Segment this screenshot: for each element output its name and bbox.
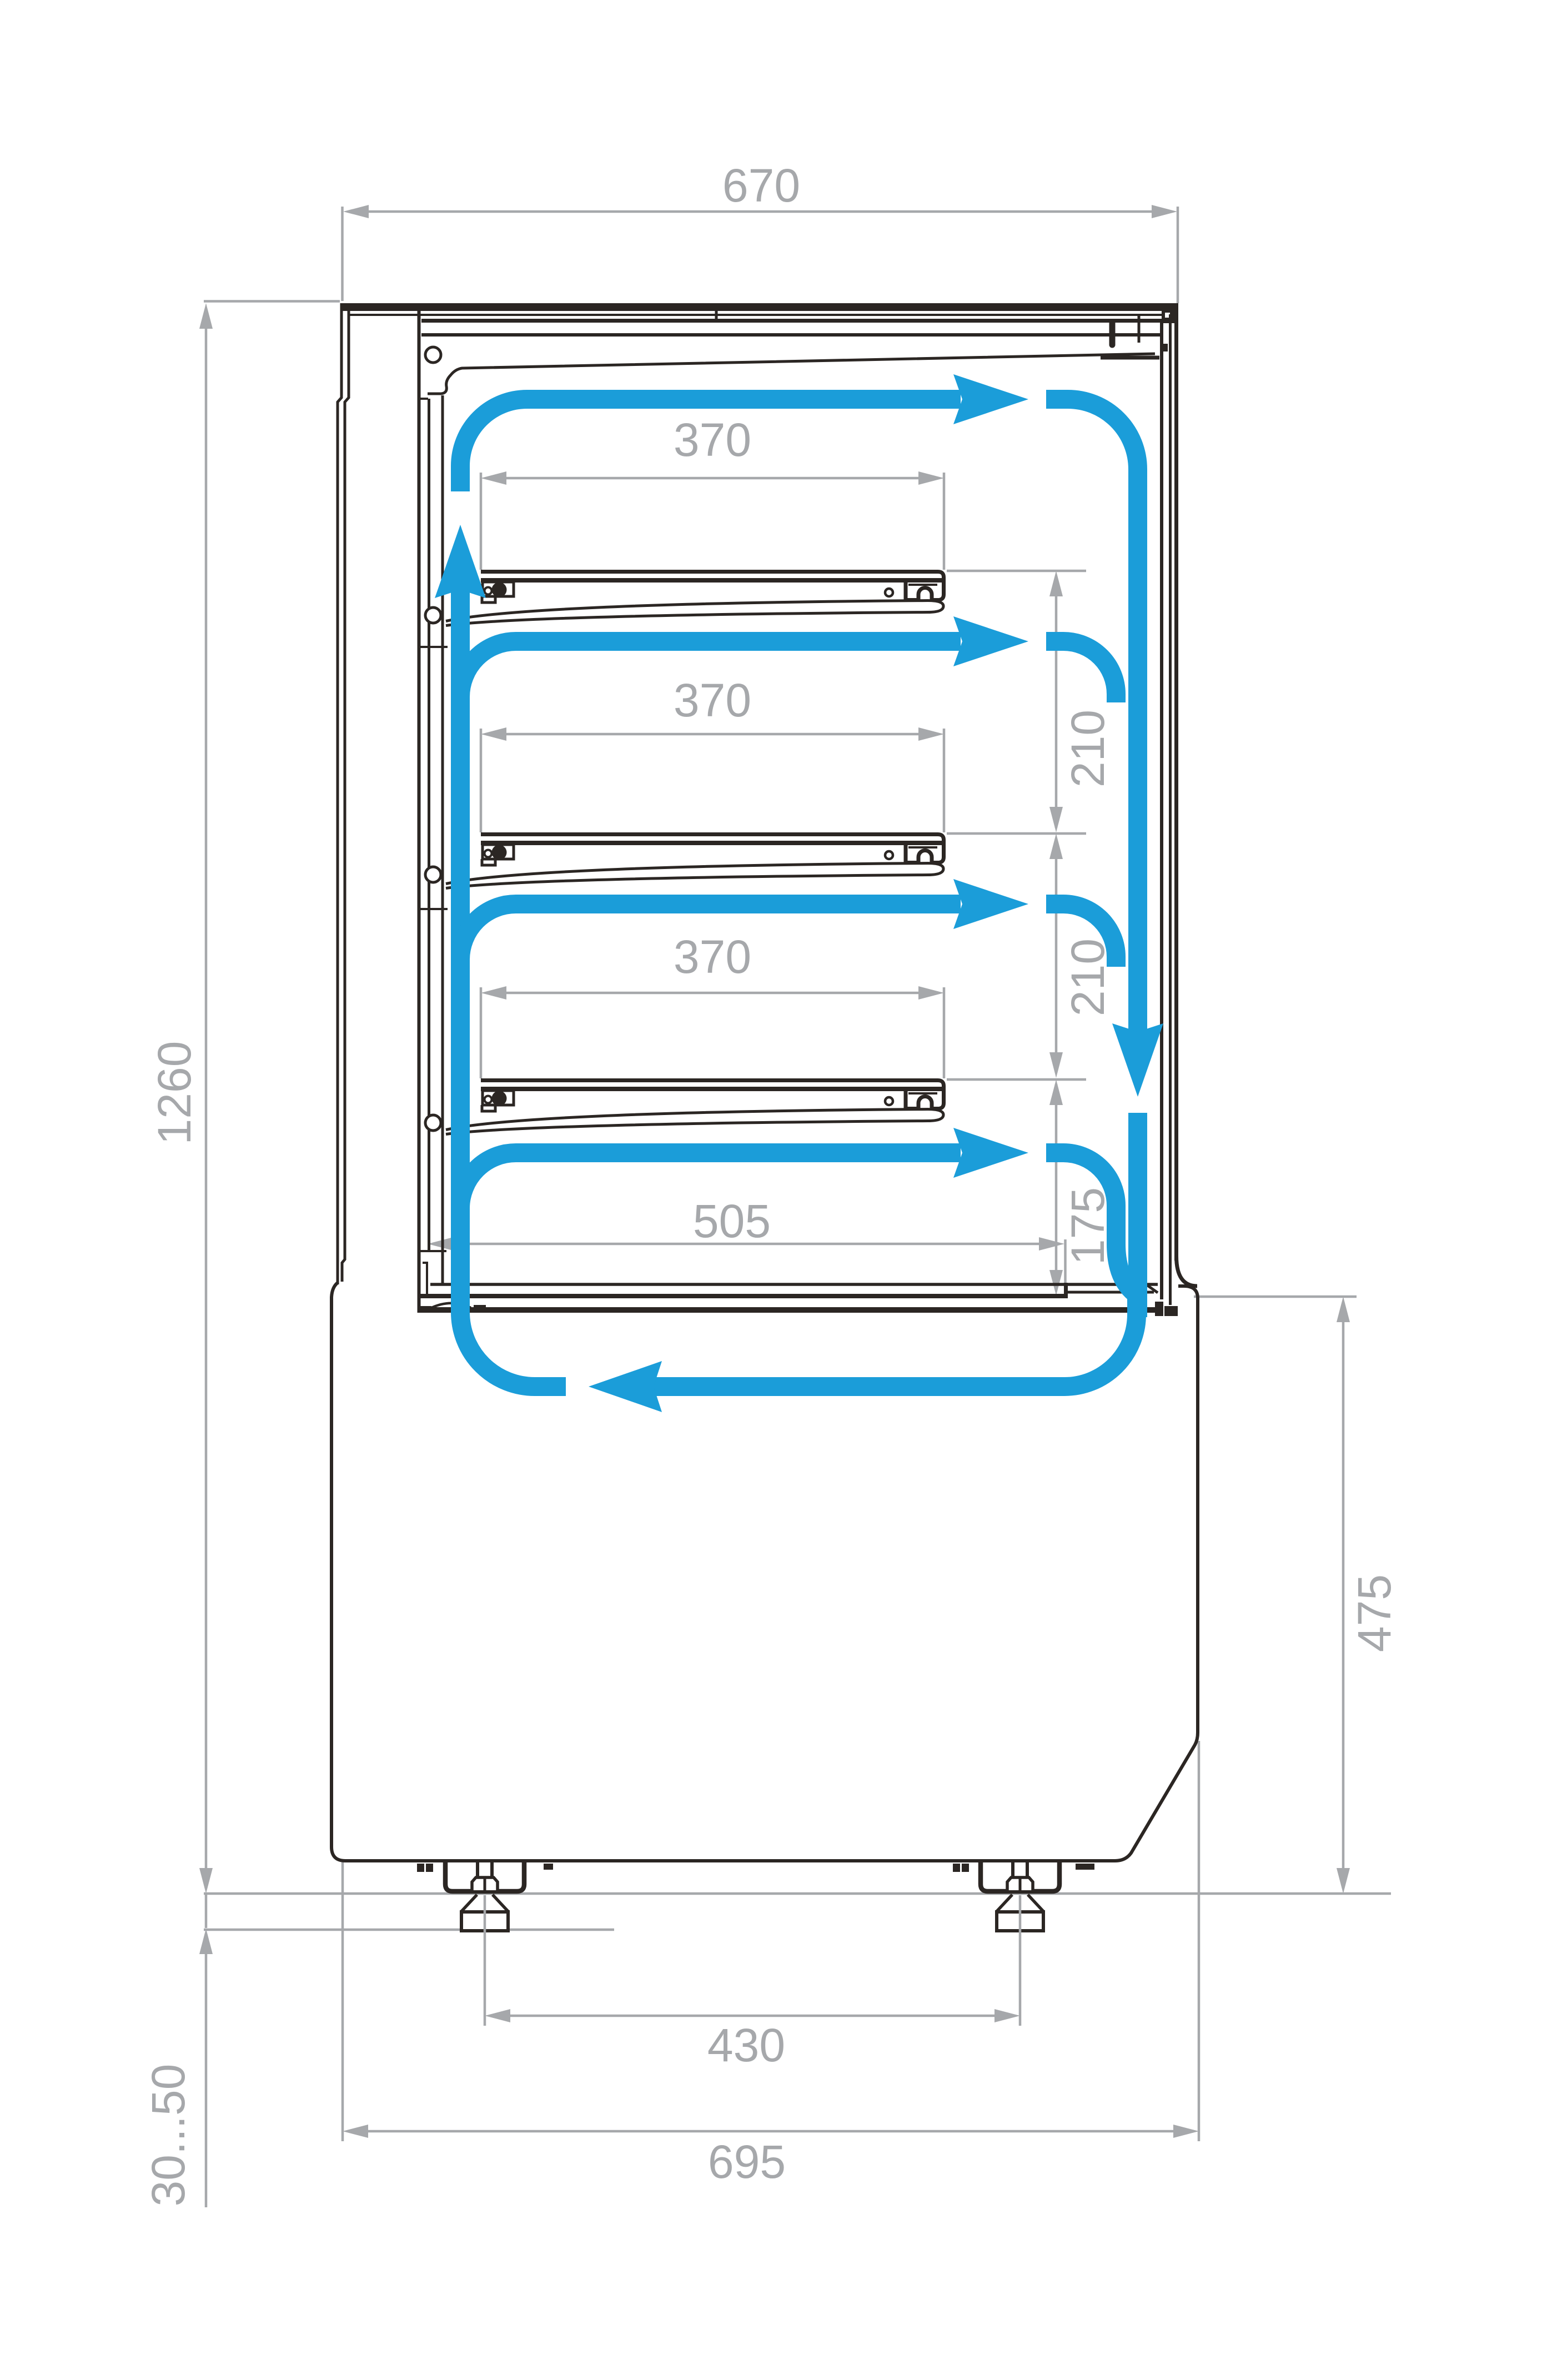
svg-text:505: 505 xyxy=(693,1195,771,1247)
svg-text:695: 695 xyxy=(708,2136,786,2188)
svg-text:1260: 1260 xyxy=(148,1041,200,1145)
svg-text:30...50: 30...50 xyxy=(142,2064,194,2207)
svg-text:175: 175 xyxy=(1062,1187,1114,1265)
svg-text:370: 370 xyxy=(674,674,751,726)
svg-text:670: 670 xyxy=(722,159,800,212)
svg-text:475: 475 xyxy=(1348,1574,1400,1652)
svg-text:210: 210 xyxy=(1062,938,1114,1016)
svg-text:210: 210 xyxy=(1062,710,1114,787)
svg-text:370: 370 xyxy=(674,414,751,466)
svg-text:370: 370 xyxy=(674,931,751,983)
svg-text:430: 430 xyxy=(707,2019,785,2071)
